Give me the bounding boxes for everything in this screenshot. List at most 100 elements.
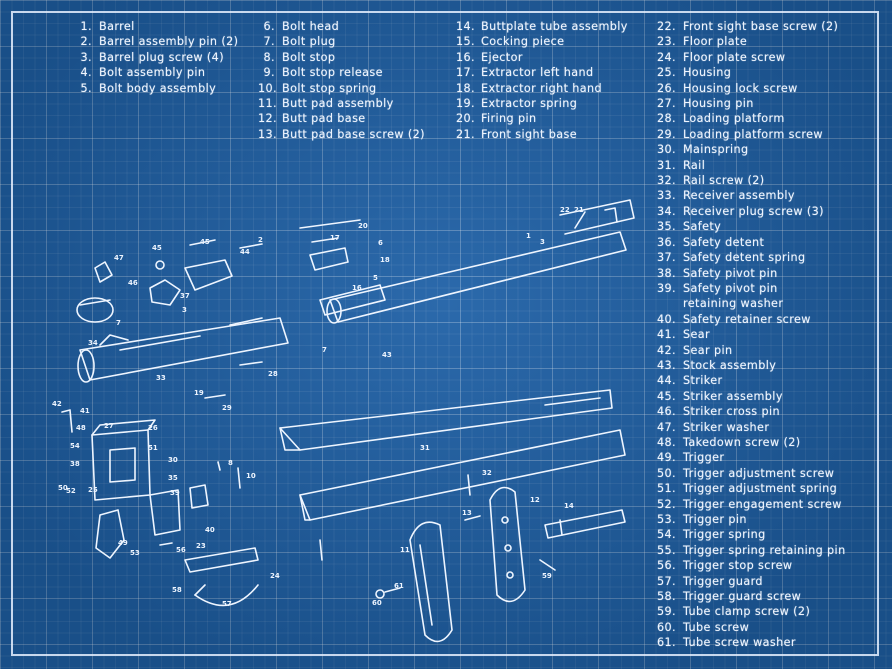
cocking-piece-drawing [76,297,114,323]
part-item: 43.Stock assembly [657,358,777,372]
housing-drawing [91,419,156,501]
part-item: 37.Safety detent spring [657,251,806,265]
part-item: 3.Barrel plug screw (4) [80,50,224,64]
part-item: 12.Butt pad base [258,112,366,126]
parts-list-column-4: 22.Front sight base screw (2) 23.Floor p… [656,19,846,651]
callout-label: 50 [58,484,68,492]
part-item: 11.Butt pad assembly [258,97,394,111]
callout-label: 54 [70,442,80,450]
part-item: 18.Extractor right hand [456,81,603,95]
callout-label: 37 [180,292,190,300]
part-item: 51.Trigger adjustment spring [657,482,838,496]
bolt-drawing [299,219,386,316]
callout-label: 13 [462,509,472,517]
part-item: 28.Loading platform [657,112,785,126]
callout-label: 60 [372,599,382,607]
stock-drawing [299,429,626,521]
callout-label: 34 [88,339,98,347]
parts-list-column-1: 1.Barrel 2.Barrel assembly pin (2) 3.Bar… [78,19,239,96]
part-item: 14.Buttplate tube assembly [456,20,628,33]
callout-label: 6 [378,239,383,247]
callout-label: 28 [268,370,278,378]
callout-label: 20 [358,222,368,230]
callout-label: 52 [66,487,76,495]
callout-label: 3 [540,238,545,246]
screws-drawing [61,207,618,599]
part-item: 1.Barrel [80,20,135,33]
callout-label: 29 [222,404,232,412]
callout-label: 14 [564,502,574,510]
part-item: 42.Sear pin [657,343,733,357]
part-item: 59.Tube clamp screw (2) [657,605,811,619]
callout-label: 8 [228,459,233,467]
part-item-continuation: retaining washer [683,297,784,311]
callout-label: 46 [128,279,138,287]
callout-label: 32 [482,469,492,477]
part-item: 38.Safety pivot pin [657,266,778,280]
blueprint-border [11,11,879,656]
part-item: 5.Bolt body assembly [80,81,217,95]
callout-label: 17 [330,234,340,242]
part-item: 46.Striker cross pin [657,405,780,419]
callout-label: 7 [116,319,121,327]
part-item: 21.Front sight base [456,127,577,141]
part-item: 34.Receiver plug screw (3) [657,204,824,218]
callout-label: 19 [194,389,204,397]
callout-label: 42 [52,400,62,408]
callout-label: 27 [104,422,114,430]
callout-label: 21 [574,206,584,214]
callout-label: 49 [118,539,128,547]
part-item: 44.Striker [657,374,723,388]
callout-label: 2 [258,236,263,244]
part-item: 24.Floor plate screw [657,50,786,64]
part-item: 32.Rail screw (2) [657,174,765,188]
callout-label: 35 [168,474,178,482]
callout-label: 12 [530,496,540,504]
callout-label: 58 [172,586,182,594]
part-item: 25.Housing [657,66,732,80]
part-item: 33.Receiver assembly [657,189,795,203]
buttplate-tube-drawing [544,509,626,539]
part-item: 10.Bolt stop spring [258,81,377,95]
part-item: 40.Safety retainer screw [657,312,811,326]
part-item: 30.Mainspring [657,143,749,157]
part-item: 39.Safety pivot pin [657,281,778,295]
part-item: 29.Loading platform screw [657,127,823,141]
part-item: 31.Rail [657,158,706,172]
callout-label: 22 [560,206,570,214]
part-item: 19.Extractor spring [456,97,578,111]
callout-label: 51 [148,444,158,452]
callout-label: 56 [176,546,186,554]
barrel-drawing [326,199,635,324]
callout-label: 61 [394,582,404,590]
callout-label: 53 [130,549,140,557]
callout-label: 41 [80,407,90,415]
part-item: 9.Bolt stop release [263,66,383,80]
callout-label: 7 [322,346,327,354]
trigger-drawing [95,484,209,559]
part-item: 41.Sear [657,328,711,342]
part-item: 52.Trigger engagement screw [657,497,842,511]
callout-label: 43 [382,351,392,359]
callout-label: 45 [200,238,210,246]
callout-label: 26 [148,424,158,432]
callout-label: 31 [420,444,430,452]
butt-pad-drawing [409,521,453,643]
callout-label: 33 [156,374,166,382]
callout-label: 25 [88,486,98,494]
callout-label: 40 [205,526,215,534]
callout-label: 57 [222,600,232,608]
callout-label: 23 [196,542,206,550]
part-item: 36.Safety detent [657,235,765,249]
part-item: 50.Trigger adjustment screw [657,466,835,480]
part-item: 17.Extractor left hand [456,66,594,80]
butt-pad-base-drawing [489,486,526,603]
part-item: 26.Housing lock screw [657,81,798,95]
callout-label: 45 [152,244,162,252]
part-item: 57.Trigger guard [657,574,763,588]
callout-label: 5 [373,274,378,282]
part-item: 54.Trigger spring [657,528,766,542]
part-item: 16.Ejector [456,50,523,64]
part-item: 15.Cocking piece [456,35,565,49]
